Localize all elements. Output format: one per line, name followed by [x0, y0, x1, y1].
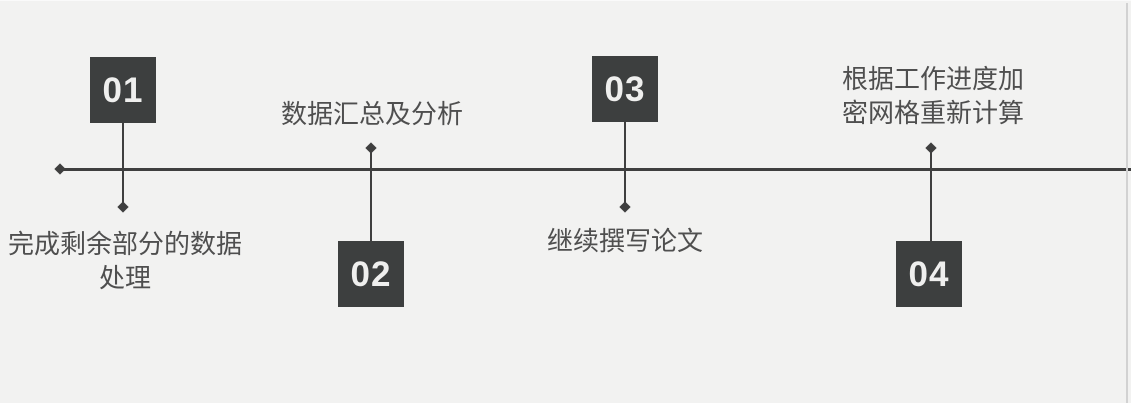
step-04-label: 根据工作进度加 密网格重新计算 [841, 64, 1024, 128]
step-03-diamond-icon [619, 201, 631, 213]
step-01-diamond-icon [117, 201, 129, 213]
step-04-connector [930, 150, 932, 241]
step-03-number-box: 03 [592, 56, 658, 122]
step-04-number-box: 04 [896, 241, 962, 307]
page-edge-line [1126, 3, 1128, 403]
step-02-number: 02 [350, 254, 392, 294]
step-03-label: 继续撰写论文 [546, 226, 703, 256]
step-01-number-box: 01 [90, 57, 156, 123]
step-02-number-box: 02 [338, 241, 404, 307]
step-02-connector [370, 150, 372, 241]
step-02-label: 数据汇总及分析 [280, 99, 463, 129]
step-01-number: 01 [102, 70, 144, 110]
step-03-connector [624, 122, 626, 206]
timeline-axis [59, 168, 1131, 171]
step-01-label: 完成剩余部分的数据 处理 [7, 229, 242, 293]
axis-start-diamond-icon [54, 163, 66, 175]
step-01-connector [122, 123, 124, 207]
step-04-number: 04 [908, 254, 950, 294]
step-03-number: 03 [604, 69, 646, 109]
